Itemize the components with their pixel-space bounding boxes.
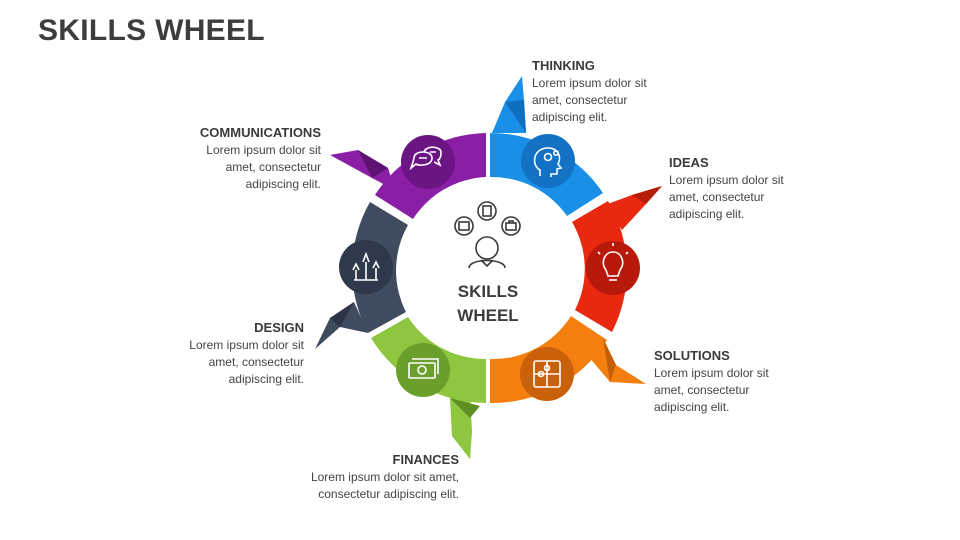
- segment-solutions-flag: [583, 338, 646, 384]
- label-design-heading: DESIGN: [254, 320, 304, 335]
- segment-solutions: [490, 316, 646, 404]
- person-with-icons-icon: [454, 201, 521, 269]
- center-label-line2: WHEEL: [457, 306, 519, 325]
- label-communications-heading: COMMUNICATIONS: [199, 125, 321, 140]
- label-finances-text: Lorem ipsum dolor sit amet, consectetur …: [310, 470, 459, 501]
- money-icon: [408, 358, 439, 379]
- segment-ideas: [572, 186, 662, 332]
- design-tools-icon: [352, 251, 380, 281]
- label-thinking-heading: THINKING: [532, 58, 595, 73]
- icon-badge-finances: [396, 343, 450, 397]
- label-ideas-heading: IDEAS: [669, 155, 709, 170]
- label-ideas-text: Lorem ipsum dolor sit amet, consectetur …: [669, 173, 784, 221]
- head-gears-icon: [533, 147, 563, 177]
- label-solutions-text: Lorem ipsum dolor sit amet, consectetur …: [654, 366, 769, 414]
- segment-communications: [330, 133, 486, 219]
- label-communications-text: Lorem ipsum dolor sit amet, consectetur …: [206, 143, 321, 191]
- segment-design-flag: [315, 302, 368, 349]
- center-label: SKILLS WHEEL: [420, 280, 556, 328]
- label-design: DESIGN Lorem ipsum dolor sit amet, conse…: [104, 320, 304, 388]
- segment-thinking: [490, 76, 603, 216]
- icon-badge-ideas: [586, 241, 640, 295]
- label-thinking-text: Lorem ipsum dolor sit amet, consectetur …: [532, 76, 647, 124]
- center-label-line1: SKILLS: [457, 282, 519, 301]
- label-communications: COMMUNICATIONS Lorem ipsum dolor sit ame…: [121, 125, 321, 193]
- puzzle-icon: [533, 360, 561, 388]
- page-title: SKILLS WHEEL: [38, 14, 265, 47]
- segment-design: [315, 202, 408, 349]
- label-solutions: SOLUTIONS Lorem ipsum dolor sit amet, co…: [654, 348, 854, 416]
- segment-communications-flag: [330, 150, 395, 190]
- label-finances: FINANCES Lorem ipsum dolor sit amet, con…: [259, 452, 459, 503]
- segment-finances: [371, 317, 486, 459]
- label-thinking: THINKING Lorem ipsum dolor sit amet, con…: [532, 58, 732, 126]
- chat-bubbles-icon: [409, 146, 442, 171]
- label-finances-heading: FINANCES: [392, 452, 459, 467]
- lightbulb-icon: [597, 243, 629, 281]
- label-design-text: Lorem ipsum dolor sit amet, consectetur …: [189, 338, 304, 386]
- icon-badge-communications: [401, 135, 455, 189]
- label-ideas: IDEAS Lorem ipsum dolor sit amet, consec…: [669, 155, 869, 223]
- label-solutions-heading: SOLUTIONS: [654, 348, 730, 363]
